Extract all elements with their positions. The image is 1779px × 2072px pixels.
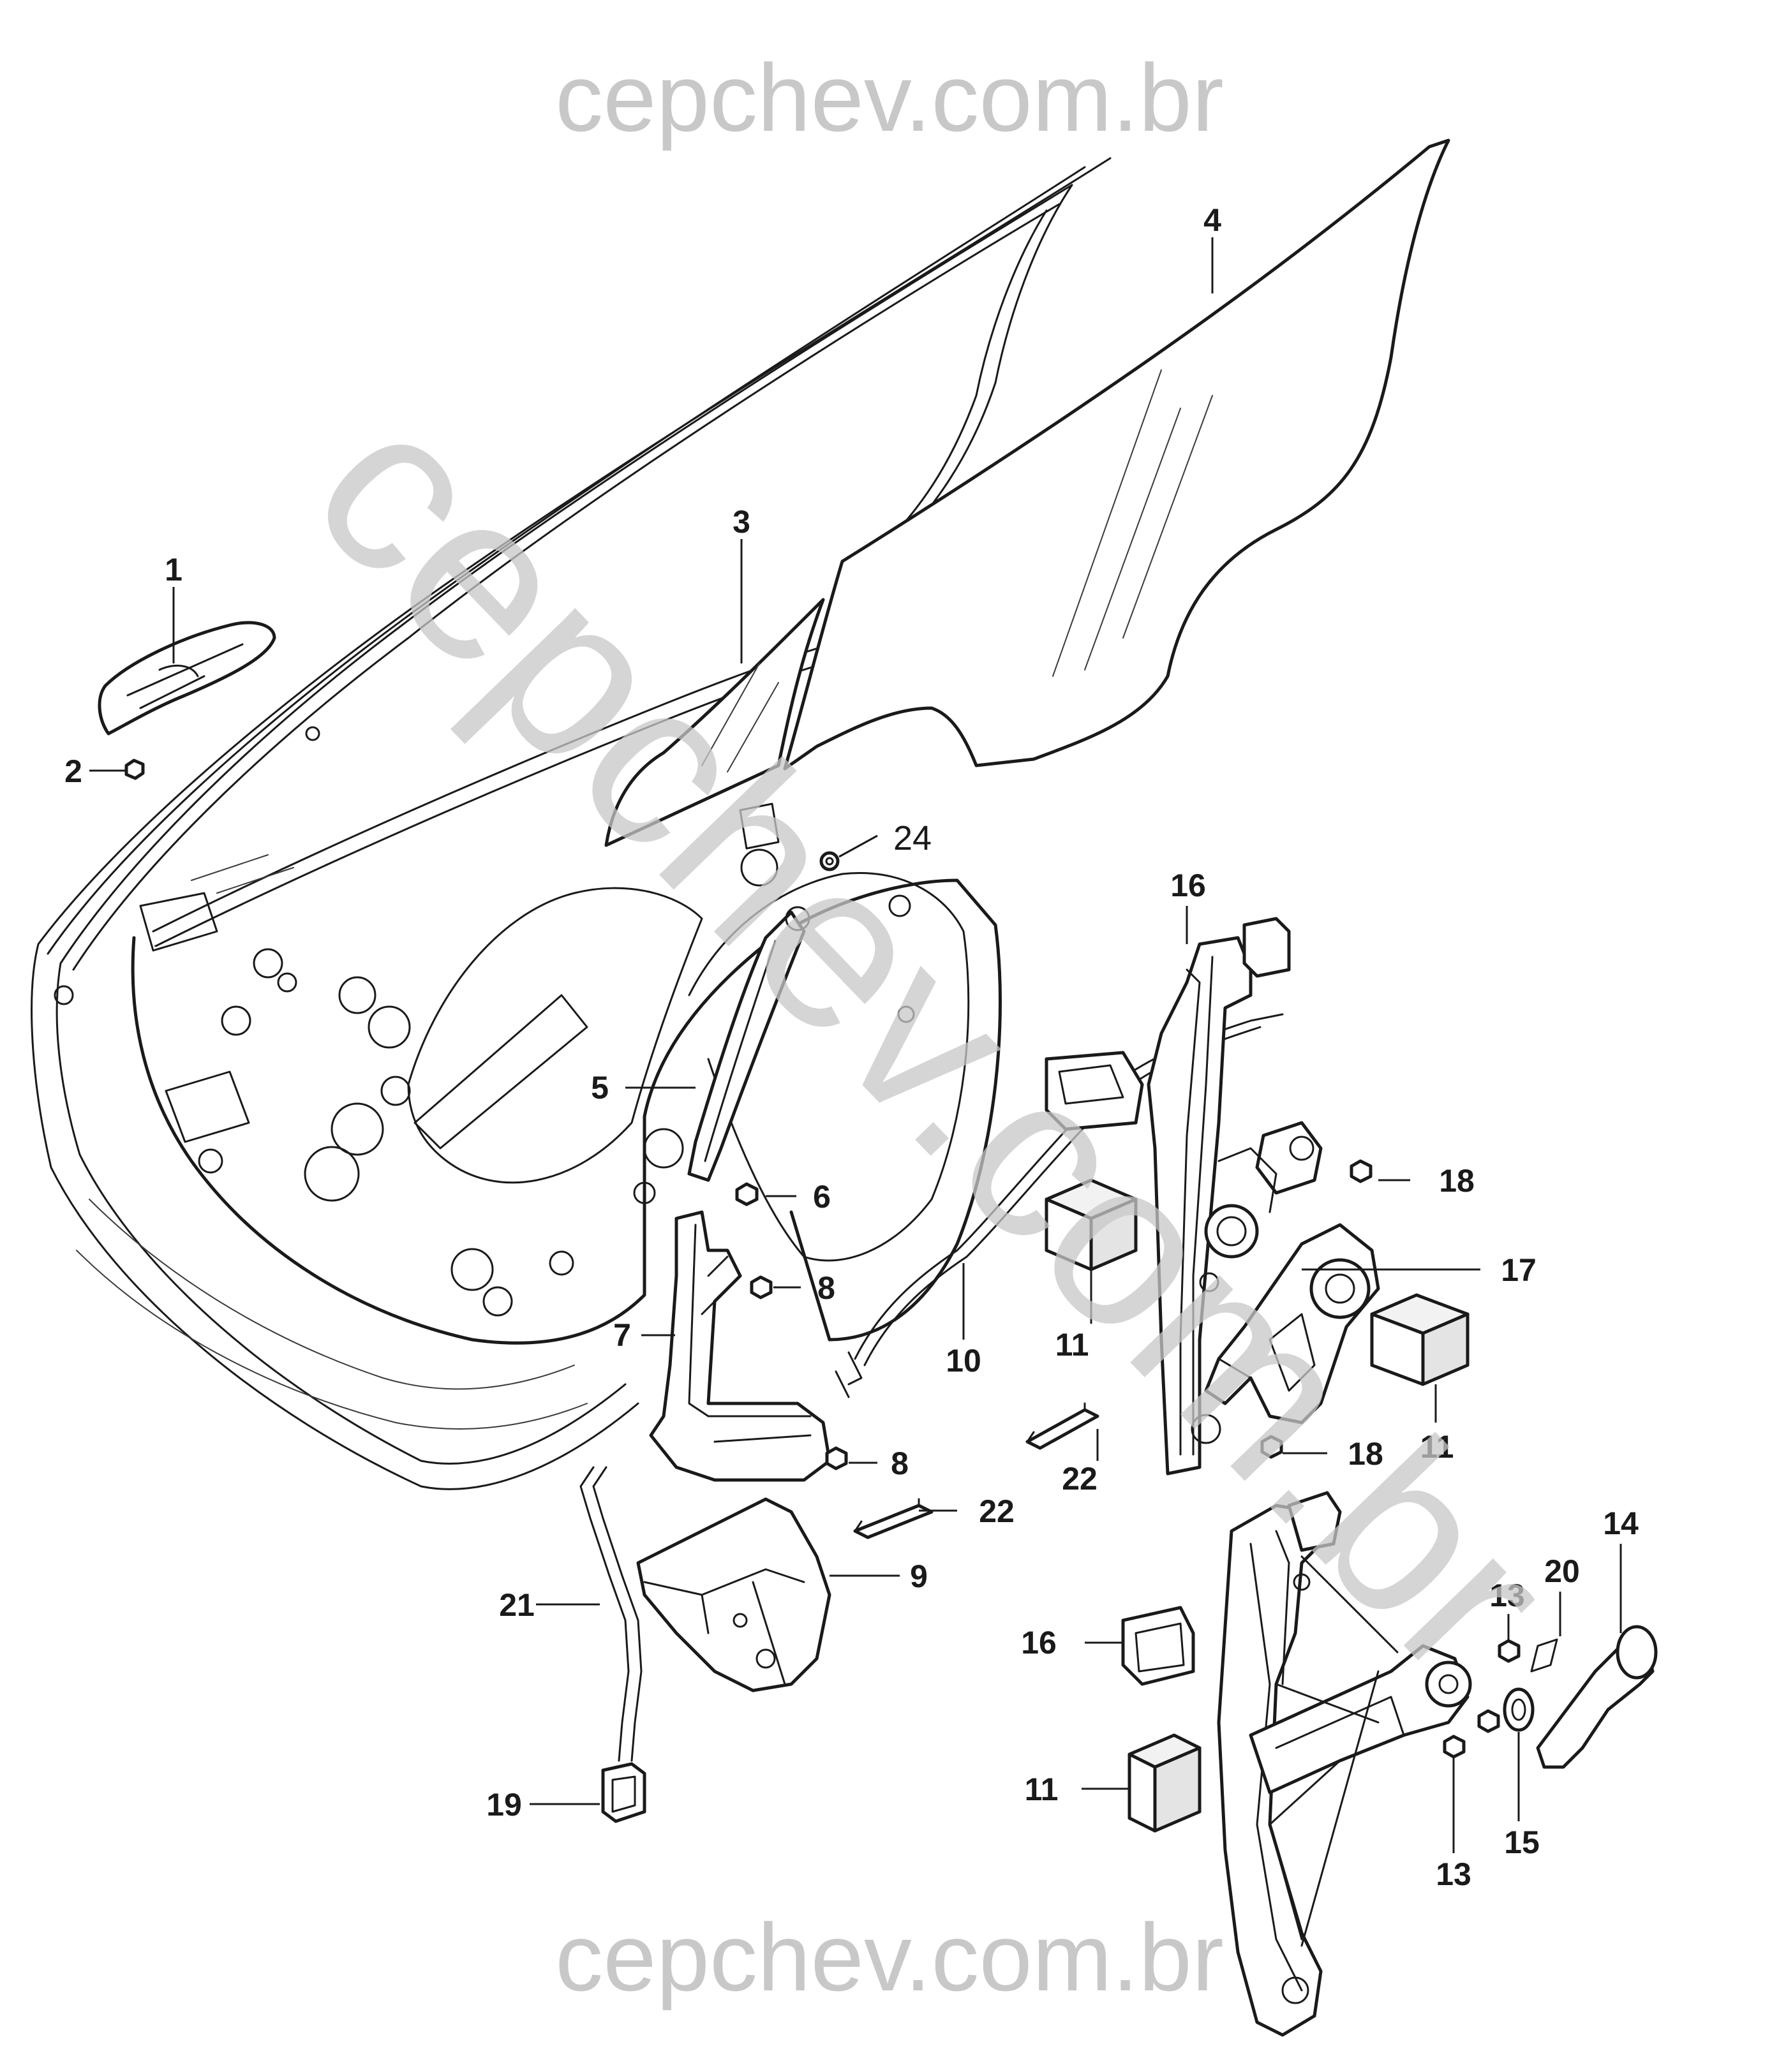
part-11-foam-lower [1128, 1733, 1202, 1833]
part-17-window-motor [1204, 1223, 1380, 1425]
label-5: 5 [591, 1070, 609, 1106]
label-22-upper: 22 [1062, 1461, 1098, 1497]
part-13-screw-upper [1498, 1639, 1521, 1663]
label-16-upper: 16 [1170, 868, 1206, 903]
leader-lines [89, 237, 1622, 1853]
label-10: 10 [946, 1343, 981, 1379]
label-19: 19 [486, 1787, 522, 1823]
part-21-lock-rod [579, 1466, 643, 1762]
part-22-clip-lower [853, 1498, 934, 1539]
part-14-window-crank [1536, 1625, 1658, 1769]
part-7-guide-bracket [649, 1210, 831, 1482]
door-inner-panel [31, 157, 1112, 1490]
part-4-window-glass [783, 138, 1450, 771]
part-19-rod-clip [601, 1762, 646, 1823]
label-8-upper: 8 [817, 1270, 835, 1306]
part-16-power-regulator [1045, 917, 1323, 1476]
label-20: 20 [1544, 1553, 1580, 1589]
label-18-upper: 18 [1439, 1163, 1475, 1199]
part-15-washer [1503, 1687, 1535, 1732]
label-18-lower: 18 [1348, 1436, 1383, 1472]
part-13-screw-lower [1443, 1735, 1466, 1759]
part-11-foam-upper [1045, 1178, 1138, 1271]
part-20-crank-clip [1530, 1638, 1558, 1673]
part-9-door-latch [636, 1497, 831, 1692]
part-24-washer [819, 851, 840, 871]
part-3-quarter-glass [604, 598, 825, 847]
label-7: 7 [613, 1317, 631, 1353]
part-5-run-channel [687, 906, 810, 1182]
watermark-bottom: cepchev.com.br [555, 1904, 1224, 2011]
part-13-screw-crank [1477, 1709, 1500, 1733]
watermark-top: cepchev.com.br [555, 44, 1224, 151]
label-21: 21 [499, 1587, 535, 1623]
label-15: 15 [1504, 1824, 1540, 1860]
part-2-nut [124, 759, 145, 780]
callout-labels: 1 2 3 4 5 6 7 8 8 9 10 11 11 11 13 13 14… [64, 202, 1639, 1892]
label-9: 9 [910, 1558, 928, 1594]
part-18-screw-upper [1350, 1159, 1373, 1183]
part-18-screw-lower [1260, 1435, 1283, 1459]
part-22-clip-upper [1025, 1402, 1099, 1450]
label-1: 1 [165, 552, 182, 588]
label-17: 17 [1501, 1252, 1537, 1288]
label-14: 14 [1603, 1506, 1639, 1541]
part-8-nut-lower [825, 1446, 848, 1470]
label-6: 6 [813, 1179, 831, 1215]
label-22-lower: 22 [979, 1493, 1015, 1529]
label-13-lower: 13 [1436, 1856, 1471, 1892]
label-4: 4 [1203, 202, 1221, 238]
label-11-lower: 11 [1025, 1772, 1059, 1807]
label-11-right: 11 [1420, 1429, 1454, 1465]
label-13-upper: 13 [1489, 1578, 1525, 1613]
label-3: 3 [733, 504, 750, 540]
label-2: 2 [64, 753, 82, 789]
label-16-lower: 16 [1021, 1625, 1057, 1661]
part-8-nut-upper [750, 1275, 773, 1299]
label-24: 24 [893, 819, 932, 857]
part-16-manual-regulator [1121, 1491, 1472, 2037]
part-1-door-handle [98, 621, 276, 736]
label-8-lower: 8 [891, 1446, 909, 1481]
label-11-upper: 11 [1055, 1327, 1089, 1363]
part-11-foam-right [1370, 1293, 1470, 1386]
part-6-screw [735, 1182, 759, 1206]
